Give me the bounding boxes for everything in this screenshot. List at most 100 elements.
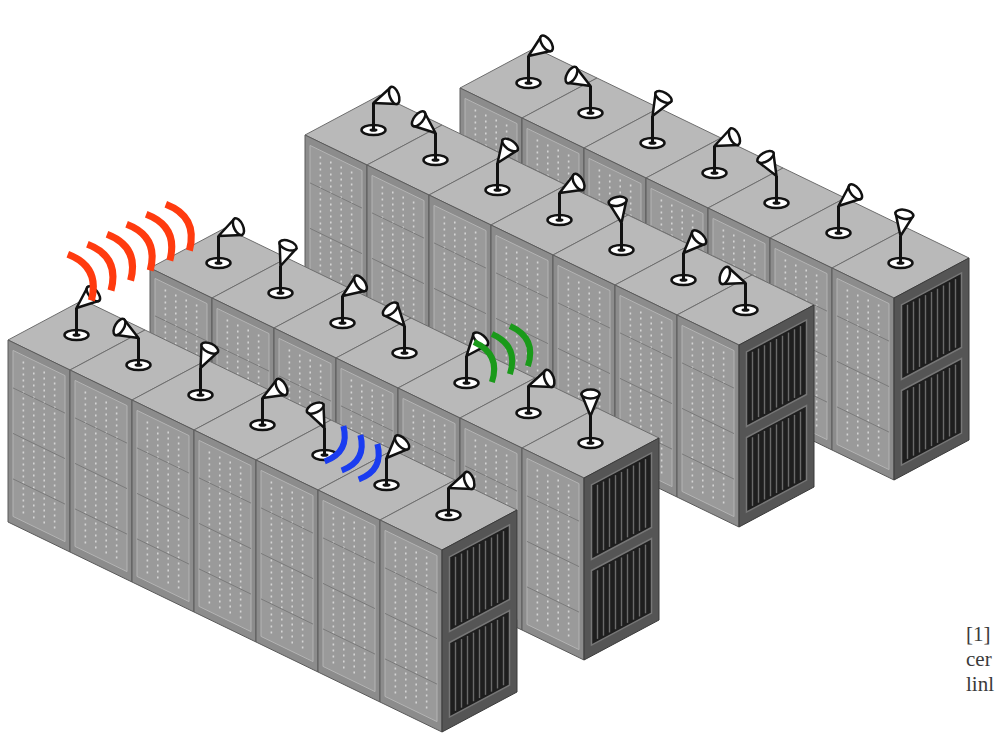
antenna — [889, 208, 914, 268]
grille-slat — [497, 620, 498, 689]
grille-slat — [503, 617, 504, 686]
rack-front — [522, 448, 584, 660]
antenna-aperture — [653, 89, 673, 106]
antenna-aperture — [462, 470, 477, 490]
wave-arc — [510, 326, 530, 366]
reference-text: [1] — [966, 622, 991, 647]
antenna-mast — [899, 236, 902, 263]
antenna-aperture — [273, 377, 290, 397]
antenna — [362, 85, 402, 135]
rack-panel — [199, 440, 251, 631]
wave-arc — [474, 342, 494, 382]
antenna — [827, 182, 865, 238]
rack-shelf — [837, 361, 889, 386]
rack-end — [584, 438, 659, 660]
rack-front — [256, 460, 318, 672]
rack-shelf — [620, 378, 672, 403]
grille-slat — [907, 305, 908, 374]
antenna-aperture — [381, 300, 401, 318]
rack-panel — [527, 458, 579, 649]
wave-arc — [492, 334, 512, 374]
antenna-aperture — [538, 33, 556, 53]
server-rack — [380, 470, 517, 732]
rack-shelf — [199, 569, 251, 594]
grille-slat — [770, 342, 771, 411]
antenna — [718, 265, 758, 315]
rack-shelf — [137, 539, 189, 564]
grille-slat — [473, 547, 474, 616]
rack-shelf — [558, 303, 610, 328]
antenna-mast — [775, 176, 778, 203]
antenna-aperture — [305, 400, 325, 416]
grille-slat — [788, 333, 789, 402]
antenna-aperture — [727, 127, 743, 147]
grille-slat — [645, 459, 646, 528]
grille-slat — [621, 472, 622, 541]
rack-front — [380, 520, 442, 732]
antenna-mast — [744, 283, 747, 310]
rack-shelf — [341, 406, 393, 431]
grille-slat — [752, 352, 753, 421]
grille-slat — [925, 381, 926, 450]
rack-grille — [902, 359, 962, 466]
rack-shelf — [372, 213, 424, 238]
rack-grille — [592, 539, 652, 646]
rack-end — [442, 510, 517, 732]
grille-slat — [800, 412, 801, 481]
antenna — [331, 273, 370, 328]
antenna-mast — [199, 368, 202, 395]
wave-arc — [166, 204, 192, 250]
rack-shelf — [261, 508, 313, 533]
reference-text: cer — [966, 647, 992, 672]
rack-shelf — [372, 258, 424, 283]
grille-slat — [621, 557, 622, 626]
antenna — [409, 109, 447, 165]
grille-slat — [485, 541, 486, 610]
grille-slat — [794, 329, 795, 398]
grille-slat — [627, 554, 628, 623]
antenna-aperture — [278, 238, 298, 253]
antenna-mast — [434, 133, 437, 160]
rack-front — [318, 490, 380, 702]
antenna — [517, 33, 556, 88]
grille-slat — [764, 431, 765, 500]
grille-slat — [503, 531, 504, 600]
rack-shelf — [310, 228, 362, 253]
grille-slat — [597, 570, 598, 639]
grille-slat — [764, 345, 765, 414]
grille-slat — [955, 365, 956, 434]
antenna-aperture — [582, 390, 600, 399]
rack-shelf — [13, 388, 65, 413]
rack-front — [832, 268, 894, 480]
grille-slat — [491, 623, 492, 692]
rack-row — [8, 284, 517, 732]
rack-front — [677, 315, 739, 527]
antenna — [672, 228, 709, 285]
rack-grille — [747, 406, 807, 513]
wave-arc — [68, 254, 94, 300]
grille-slat — [639, 462, 640, 531]
antenna-aperture — [500, 136, 520, 154]
rack-shelf — [620, 333, 672, 358]
grille-slat — [645, 545, 646, 614]
wave-arc — [342, 435, 362, 470]
rack-shelf — [385, 568, 437, 593]
grille-slat — [639, 548, 640, 617]
antenna — [608, 195, 633, 255]
antenna-mast — [75, 308, 78, 335]
antenna-mast — [558, 193, 561, 220]
wave-arc — [107, 234, 133, 280]
rack-end — [739, 305, 814, 527]
reference-text: linl — [966, 672, 994, 697]
rack-shelf — [155, 316, 207, 341]
antenna — [517, 368, 557, 418]
grille-slat — [788, 418, 789, 487]
antenna — [548, 172, 587, 225]
antenna — [437, 470, 477, 520]
antenna — [207, 217, 247, 268]
grille-slat — [937, 374, 938, 443]
rack-shelf — [385, 613, 437, 638]
rack-front — [70, 370, 132, 582]
antenna-aperture — [111, 317, 128, 337]
